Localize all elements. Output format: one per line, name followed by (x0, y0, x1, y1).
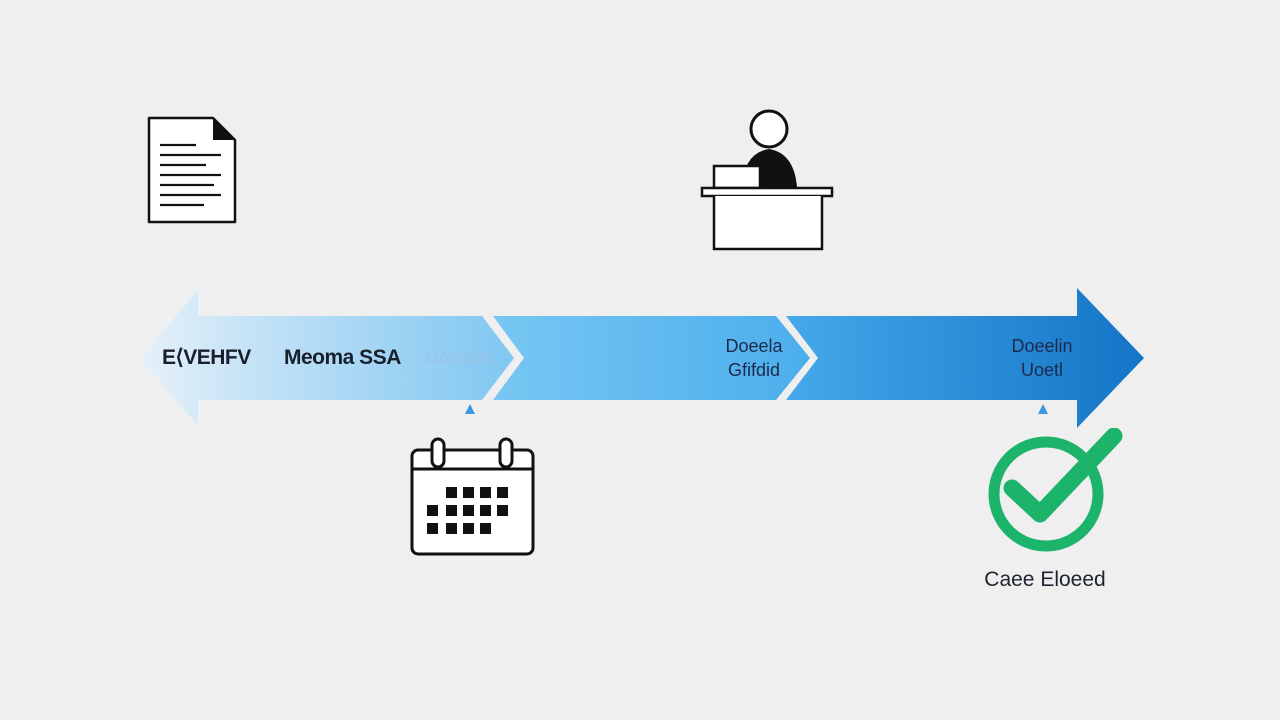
stage-4-line-2: Uoetl (1020, 360, 1064, 381)
checkmark-circle-icon (988, 428, 1123, 552)
stage-2-faded-label: Monitors (424, 348, 494, 368)
arrow-segment-1 (140, 290, 514, 426)
document-icon (147, 116, 237, 224)
stage-3-label: Doeela Gfifdid (704, 334, 804, 383)
stage-1-label: E⟨VEHFV (162, 346, 251, 369)
calendar-icon (410, 437, 535, 556)
person-at-desk-icon (700, 109, 834, 251)
case-closed-label: Caee Eloeed (984, 568, 1106, 591)
stage-3-line-2: Gfifdid (727, 360, 781, 381)
stage-3-line-1: Doeela (725, 336, 783, 356)
marker-triangle-left (465, 404, 475, 414)
arrow-segment-3 (786, 288, 1144, 428)
stage-4-line-1: Doeelin (1011, 336, 1073, 356)
marker-triangle-right (1038, 404, 1048, 414)
stage-4-label: Doeelin Uoetl (992, 334, 1092, 383)
stage-2-label: Meoma SSA (284, 346, 401, 369)
arrow-segment-2 (493, 316, 810, 400)
